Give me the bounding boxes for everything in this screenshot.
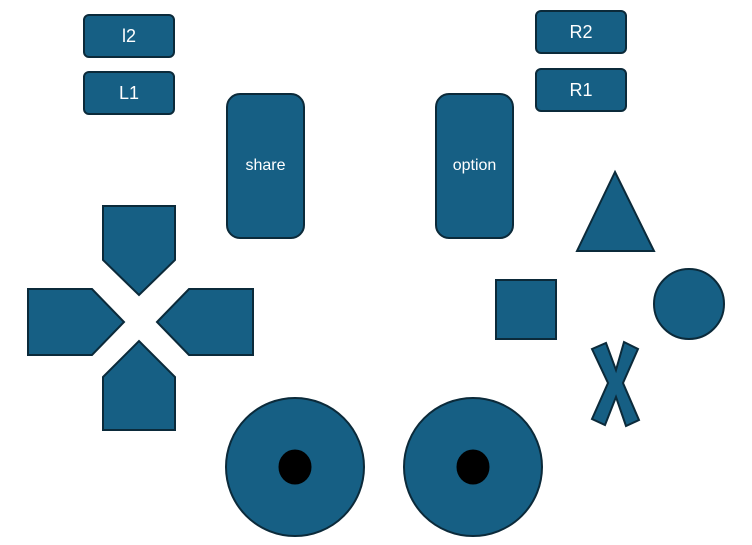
r1-button[interactable]: R1 (535, 68, 627, 112)
dpad-up-icon[interactable] (102, 205, 176, 297)
l2-button[interactable]: l2 (83, 14, 175, 58)
dpad-left-icon[interactable] (27, 288, 126, 356)
r1-label: R1 (569, 79, 593, 100)
r2-label: R2 (569, 21, 593, 42)
square-icon[interactable] (495, 279, 557, 340)
dpad-right-icon[interactable] (155, 288, 254, 356)
dpad-down-icon[interactable] (102, 339, 176, 431)
l2-label: l2 (121, 25, 136, 46)
l1-label: L1 (118, 82, 140, 103)
option-button[interactable]: option (435, 93, 514, 239)
triangle-icon[interactable] (575, 169, 656, 252)
left-stick-icon[interactable] (225, 397, 365, 537)
l1-button[interactable]: L1 (83, 71, 175, 115)
left-stick-center-icon (278, 449, 312, 485)
right-stick-center-icon (456, 449, 490, 485)
right-stick-icon[interactable] (403, 397, 543, 537)
option-label: option (452, 157, 497, 174)
share-button[interactable]: share (226, 93, 305, 239)
r2-button[interactable]: R2 (535, 10, 627, 54)
circle-icon[interactable] (653, 268, 725, 340)
cross-icon[interactable] (590, 340, 641, 428)
share-label: share (245, 157, 286, 174)
